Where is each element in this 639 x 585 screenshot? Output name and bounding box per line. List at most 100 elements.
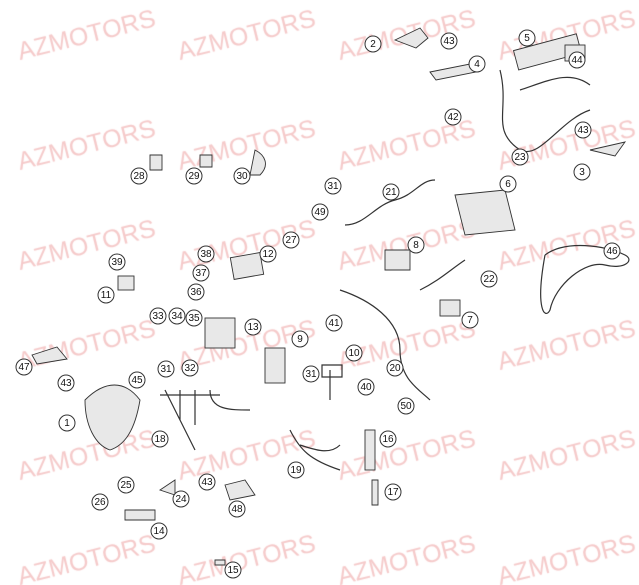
callout-number: 28 [133, 171, 145, 182]
callout-12: 12 [259, 245, 277, 263]
callout-number: 40 [360, 382, 372, 393]
bracket-24 [158, 479, 176, 496]
button-7 [439, 299, 461, 317]
callout-circle [573, 163, 591, 181]
callout-15: 15 [224, 561, 242, 579]
turn-signal-front-right [589, 141, 627, 157]
callout-number: 12 [262, 249, 274, 260]
callout-20: 20 [386, 359, 404, 377]
plate-light-14 [124, 509, 156, 521]
callout-45: 45 [128, 371, 146, 389]
callout-32: 32 [181, 359, 199, 377]
callout-29: 29 [185, 167, 203, 185]
callout-number: 19 [290, 465, 302, 476]
callout-circle [228, 500, 246, 518]
callout-47: 47 [15, 358, 33, 376]
callout-39: 39 [108, 253, 126, 271]
callout-number: 48 [231, 504, 243, 515]
callout-circle [58, 414, 76, 432]
callout-number: 5 [524, 33, 530, 44]
callout-circle [386, 359, 404, 377]
callout-circle [192, 264, 210, 282]
light-48 [224, 479, 256, 501]
callout-number: 34 [171, 311, 183, 322]
callout-7: 7 [461, 311, 479, 329]
callout-number: 29 [188, 171, 200, 182]
callout-circle [150, 522, 168, 540]
callout-number: 10 [348, 348, 360, 359]
callout-number: 8 [413, 240, 419, 251]
callout-circle [233, 167, 251, 185]
callout-8: 8 [407, 236, 425, 254]
clip-30 [249, 149, 266, 176]
callout-number: 24 [175, 494, 187, 505]
callout-number: 20 [389, 363, 401, 374]
callout-43: 43 [574, 121, 592, 139]
callout-31: 31 [324, 177, 342, 195]
callout-circle [198, 473, 216, 491]
callout-circle [345, 344, 363, 362]
callout-number: 42 [447, 112, 459, 123]
callout-24: 24 [172, 490, 190, 508]
callout-17: 17 [384, 483, 402, 501]
callout-circle [574, 121, 592, 139]
coil-10 [321, 364, 343, 400]
callout-circle [499, 175, 517, 193]
callout-circle [407, 236, 425, 254]
callout-circle [187, 283, 205, 301]
harness-23 [499, 69, 591, 153]
callout-circle [291, 330, 309, 348]
callout-44: 44 [568, 51, 586, 69]
callout-number: 1 [64, 418, 70, 429]
callout-number: 22 [483, 274, 495, 285]
callout-circle [97, 286, 115, 304]
harness-19 [289, 429, 341, 471]
callout-circle [130, 167, 148, 185]
callout-circle [384, 483, 402, 501]
callout-circle [511, 148, 529, 166]
callout-circle [259, 245, 277, 263]
callout-number: 43 [60, 378, 72, 389]
callout-18: 18 [151, 430, 169, 448]
cable-21 [344, 179, 436, 226]
callout-40: 40 [357, 378, 375, 396]
callout-number: 35 [188, 313, 200, 324]
callout-number: 13 [247, 322, 259, 333]
callout-30: 30 [233, 167, 251, 185]
callout-28: 28 [130, 167, 148, 185]
callout-number: 43 [201, 477, 213, 488]
callout-number: 37 [195, 268, 207, 279]
callout-number: 31 [305, 369, 317, 380]
callout-13: 13 [244, 318, 262, 336]
callout-14: 14 [150, 522, 168, 540]
callout-2: 2 [364, 35, 382, 53]
callout-number: 14 [153, 526, 165, 537]
callout-35: 35 [185, 309, 203, 327]
callout-number: 21 [385, 187, 397, 198]
callout-41: 41 [325, 314, 343, 332]
callout-43: 43 [440, 32, 458, 50]
callout-48: 48 [228, 500, 246, 518]
callout-circle [157, 360, 175, 378]
callout-circle [181, 359, 199, 377]
callout-circle [379, 430, 397, 448]
callout-circle [117, 476, 135, 494]
callout-43: 43 [57, 374, 75, 392]
callout-number: 31 [160, 364, 172, 375]
callout-31: 31 [302, 365, 320, 383]
callout-number: 11 [101, 290, 112, 301]
callout-number: 2 [370, 39, 376, 50]
callout-number: 15 [227, 565, 239, 576]
callout-circle [128, 371, 146, 389]
callout-circle [461, 311, 479, 329]
callout-circle [57, 374, 75, 392]
callout-circle [149, 307, 167, 325]
screw-15 [214, 559, 226, 566]
callout-36: 36 [187, 283, 205, 301]
callout-circle [15, 358, 33, 376]
callout-number: 33 [152, 311, 164, 322]
callout-circle [287, 461, 305, 479]
cdi-9 [264, 347, 286, 384]
callout-circle [397, 397, 415, 415]
callout-37: 37 [192, 264, 210, 282]
